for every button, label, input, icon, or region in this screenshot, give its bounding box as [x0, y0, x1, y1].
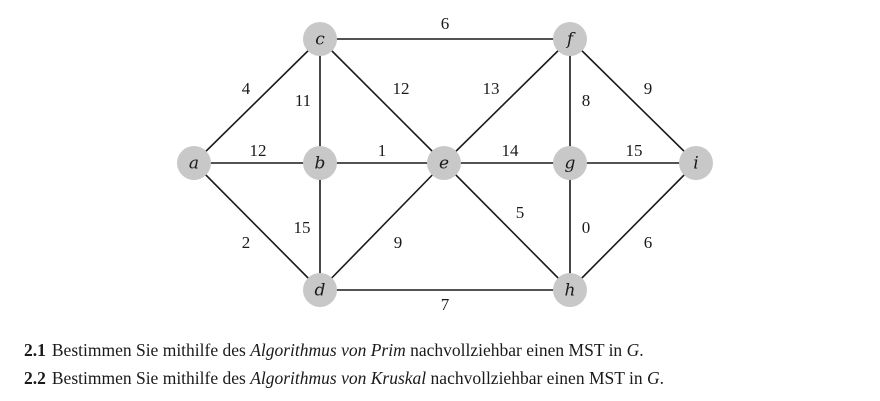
node-label-e: e — [439, 154, 449, 174]
node-label-f: f — [565, 30, 576, 50]
node-e — [427, 146, 461, 180]
node-c — [303, 22, 337, 56]
node-label-d: d — [315, 281, 326, 301]
edge-weight-e-h: 5 — [516, 203, 525, 222]
edge-weight-a-d: 2 — [242, 233, 251, 252]
node-label-a: a — [189, 154, 199, 174]
node-label-c: c — [315, 30, 325, 50]
task-number: 2.1 — [24, 340, 46, 360]
edge-weight-d-e: 9 — [394, 233, 403, 252]
edge-weight-g-h: 0 — [582, 218, 591, 237]
task-number: 2.2 — [24, 368, 46, 388]
edge-a-c — [193, 38, 321, 164]
edge-weight-h-i: 6 — [644, 233, 653, 252]
edge-weight-b-d: 15 — [294, 218, 311, 237]
edge-d-e — [319, 162, 445, 291]
edge-weight-c-f: 6 — [441, 14, 450, 33]
node-d — [303, 273, 337, 307]
algorithm-name: Algorithmus von Prim — [250, 340, 406, 360]
nodes-layer: a b c d e f g h i — [177, 22, 713, 307]
task-end: . — [639, 340, 644, 360]
edge-weight-c-b: 11 — [295, 91, 311, 110]
node-h — [553, 273, 587, 307]
node-a — [177, 146, 211, 180]
edge-a-d — [193, 162, 321, 291]
node-f — [553, 22, 587, 56]
node-i — [679, 146, 713, 180]
edge-weight-f-i: 9 — [644, 79, 653, 98]
graph-name: G — [626, 340, 640, 360]
task-text: Bestimmen Sie mithilfe des — [51, 368, 251, 388]
edge-weight-a-b: 12 — [250, 141, 267, 160]
task-text: nachvollziehbar einen MST in — [426, 368, 647, 388]
algorithm-name: Algorithmus von Kruskal — [250, 368, 427, 388]
graph-diagram: 6 4 11 12 13 8 9 12 1 14 15 2 15 9 5 0 6 7 a b c d e f g h i — [177, 14, 713, 314]
edge-e-h — [443, 162, 571, 291]
task-text: nachvollziehbar einen MST in — [405, 340, 627, 360]
edge-weight-b-e: 1 — [378, 141, 387, 160]
edge-weight-f-g: 8 — [582, 91, 591, 110]
edge-h-i — [569, 162, 697, 291]
edges-layer — [193, 38, 697, 291]
edge-weight-g-i: 15 — [626, 141, 643, 160]
edge-weight-c-e: 12 — [393, 79, 410, 98]
edge-weight-e-f: 13 — [483, 79, 500, 98]
node-g — [553, 146, 587, 180]
node-label-i: i — [693, 154, 698, 174]
task-text: Bestimmen Sie mithilfe des — [51, 340, 251, 360]
node-b — [303, 146, 337, 180]
graph-name: G — [646, 368, 660, 388]
edge-f-i — [569, 38, 697, 164]
node-label-b: b — [315, 154, 326, 174]
edge-weights-layer: 6 4 11 12 13 8 9 12 1 14 15 2 15 9 5 0 6 7 — [242, 14, 653, 314]
node-label-h: h — [565, 281, 576, 301]
task-end: . — [659, 368, 664, 388]
edge-weight-a-c: 4 — [242, 79, 251, 98]
node-label-g: g — [565, 154, 576, 174]
edge-e-f — [443, 38, 571, 164]
edge-weight-e-g: 14 — [502, 141, 520, 160]
edge-weight-d-h: 7 — [441, 295, 450, 314]
edge-c-e — [319, 38, 445, 164]
